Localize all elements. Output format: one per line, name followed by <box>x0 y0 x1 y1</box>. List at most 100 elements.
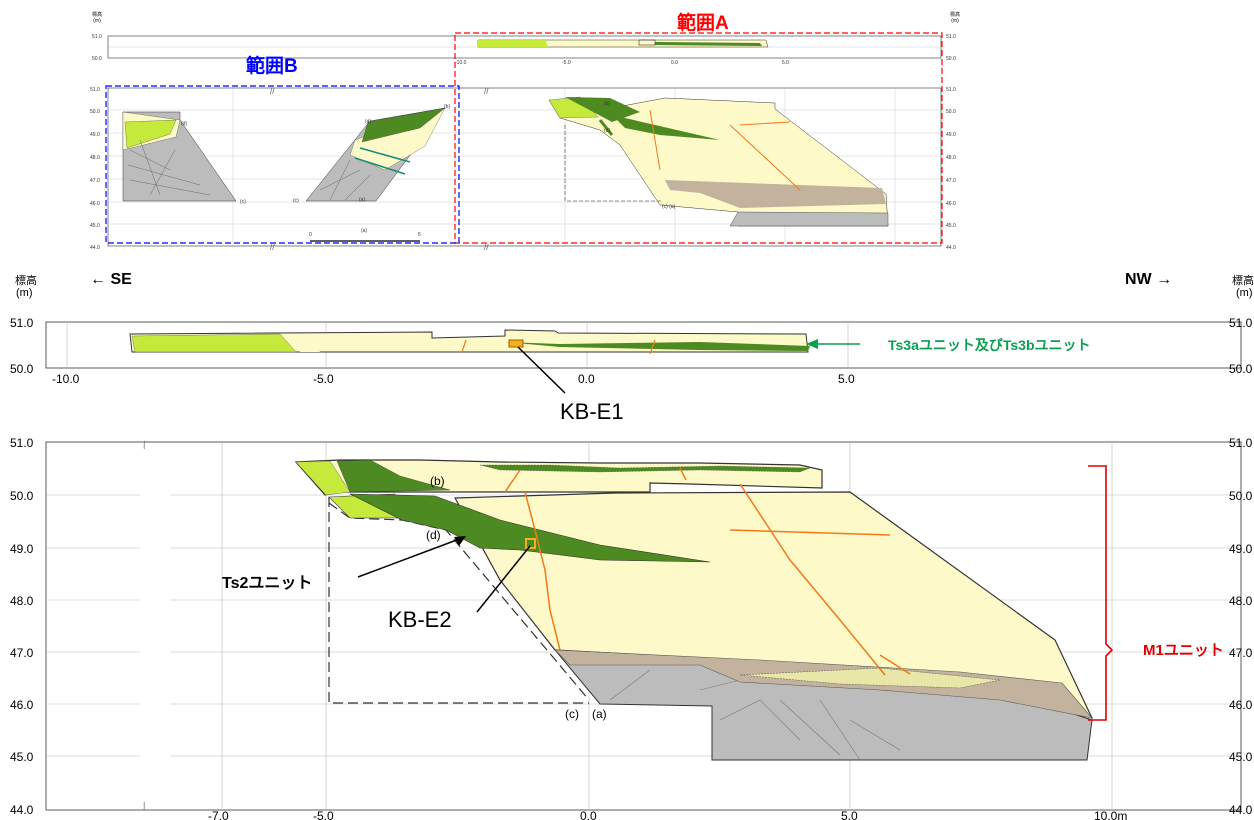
lower-y-47-r: 47.0 <box>1229 646 1253 660</box>
overview-top-dark <box>655 42 762 46</box>
elev-label-left: 標高 <box>15 273 37 287</box>
overview-y-48-r: 48.0 <box>946 155 956 161</box>
overview-y-45-r: 45.0 <box>946 223 956 229</box>
point-b: (b) <box>430 474 445 488</box>
lower-y-45-r: 45.0 <box>1229 750 1253 764</box>
range-b-box <box>105 85 460 244</box>
upper-x-5: 5.0 <box>838 372 855 386</box>
lower-y-48: 48.0 <box>10 594 34 608</box>
svg-text:(c) (a): (c) (a) <box>662 204 676 210</box>
svg-text:(c): (c) <box>293 198 299 204</box>
m1-bracket <box>1088 465 1114 721</box>
lower-y-50-r: 50.0 <box>1229 489 1253 503</box>
elev-label-right: 標高 <box>1232 273 1254 287</box>
overview-elev-unit-right: (m) <box>951 18 959 24</box>
upper-panel: 51.0 50.0 51.0 50.0 -10.0 -5.0 0.0 5.0 <box>10 316 1253 386</box>
overview-y-46: 46.0 <box>90 201 100 207</box>
upper-strip-dark-green <box>505 342 810 351</box>
overview-y-50-r: 50.0 <box>946 109 956 115</box>
overview-y-47: 47.0 <box>90 178 100 184</box>
svg-text:(b): (b) <box>604 101 610 107</box>
lower-x-m7: -7.0 <box>208 809 229 820</box>
overview-top-x-0: 0.0 <box>671 60 678 66</box>
overview-y-49: 49.0 <box>90 132 100 138</box>
kb-e1-marker <box>508 339 524 348</box>
kb-e2-label: KB-E2 <box>388 607 452 632</box>
lower-y-49-r: 49.0 <box>1229 542 1253 556</box>
lower-x-10m: 10.0m <box>1094 809 1127 820</box>
svg-text:(d): (d) <box>181 121 187 127</box>
overview-y-47-r: 47.0 <box>946 178 956 184</box>
overview-scale-0: 0 <box>309 232 312 238</box>
ts2-unit <box>349 493 711 563</box>
lower-y-51-r: 51.0 <box>1229 436 1253 450</box>
overview-y-51-r: 51.0 <box>946 87 956 93</box>
lower-x-5: 5.0 <box>841 809 858 820</box>
direction-se-label: ← SE <box>90 271 132 288</box>
upper-y-50-r: 50.0 <box>1229 362 1253 376</box>
svg-text:(d): (d) <box>604 128 610 134</box>
overview-scale-5: 5 <box>418 232 421 238</box>
range-a-box <box>454 32 943 244</box>
overview-top-y-50-r: 50.0 <box>946 56 956 62</box>
lower-panel-frame <box>45 441 1242 811</box>
kb-e2-marker <box>525 538 536 549</box>
svg-text:(a): (a) <box>359 197 365 203</box>
lower-y-51: 51.0 <box>10 436 34 450</box>
upper-panel-frame <box>45 321 1242 369</box>
overview-y-49-r: 49.0 <box>946 132 956 138</box>
upper-x-0: 0.0 <box>578 372 595 386</box>
svg-text:(b): (b) <box>444 104 450 110</box>
overview-top-y-51: 51.0 <box>92 34 102 40</box>
ts2-leader <box>357 537 463 578</box>
overview-y-44: 44.0 <box>90 245 100 251</box>
elev-unit-left: (m) <box>16 287 33 299</box>
overview-top-y-51-r: 51.0 <box>946 34 956 40</box>
svg-text://: // <box>270 87 275 96</box>
upper-y-51: 51.0 <box>10 316 34 330</box>
lower-y-47: 47.0 <box>10 646 34 660</box>
faults <box>504 467 911 676</box>
svg-text:(c): (c) <box>240 199 246 205</box>
direction-nw-label: NW → <box>1125 271 1172 288</box>
gravel-band <box>554 649 1093 719</box>
svg-text://: // <box>484 87 489 96</box>
range-b-label: 範囲B <box>246 54 298 77</box>
point-c: (c) <box>565 707 579 721</box>
overview-a-section: (b) (d) (c) (a) <box>548 96 889 227</box>
kb-e1-label: KB-E1 <box>560 399 624 424</box>
upper-x-m5: -5.0 <box>313 372 334 386</box>
overview-y-51: 51.0 <box>90 87 100 93</box>
m1-label: M1ユニット <box>1143 642 1224 659</box>
svg-text://: // <box>484 243 489 252</box>
upper-y-51-r: 51.0 <box>1229 316 1253 330</box>
range-a-label: 範囲A <box>677 11 729 34</box>
lower-y-46-r: 46.0 <box>1229 698 1253 712</box>
lower-y-45: 45.0 <box>10 750 34 764</box>
lower-y-50: 50.0 <box>10 489 34 503</box>
lower-x-m5: -5.0 <box>313 809 334 820</box>
overview-top-x-m5: -5.0 <box>562 60 571 66</box>
overview-y-50: 50.0 <box>90 109 100 115</box>
overview-top-x-m10: -10.0 <box>455 60 467 66</box>
upper-x-m10: -10.0 <box>52 372 80 386</box>
overview: 標高 (m) 標高 (m) 51.0 50.0 51.0 50.0 -10.0 … <box>90 11 960 252</box>
overview-y-44-r: 44.0 <box>946 245 956 251</box>
kb-e1-leader <box>517 346 566 394</box>
ts2-label: Ts2ユニット <box>222 575 312 592</box>
overview-y-46-r: 46.0 <box>946 201 956 207</box>
overview-y-45: 45.0 <box>90 223 100 229</box>
overview-top-x-5: 5.0 <box>782 60 789 66</box>
ts3-label: Ts3aユニット及びTs3bユニット <box>888 337 1091 353</box>
elev-unit-right: (m) <box>1236 287 1253 299</box>
overview-top-green <box>478 40 548 47</box>
lower-y-49: 49.0 <box>10 542 34 556</box>
svg-text://: // <box>270 243 275 252</box>
kb-e2-leader <box>476 545 531 613</box>
overview-b-right-dark <box>361 107 446 143</box>
svg-text:⧙: ⧙ <box>143 799 146 813</box>
upper-strip-light-green <box>131 333 297 353</box>
svg-text:⧙: ⧙ <box>143 438 146 452</box>
overview-main-frame <box>107 87 942 247</box>
